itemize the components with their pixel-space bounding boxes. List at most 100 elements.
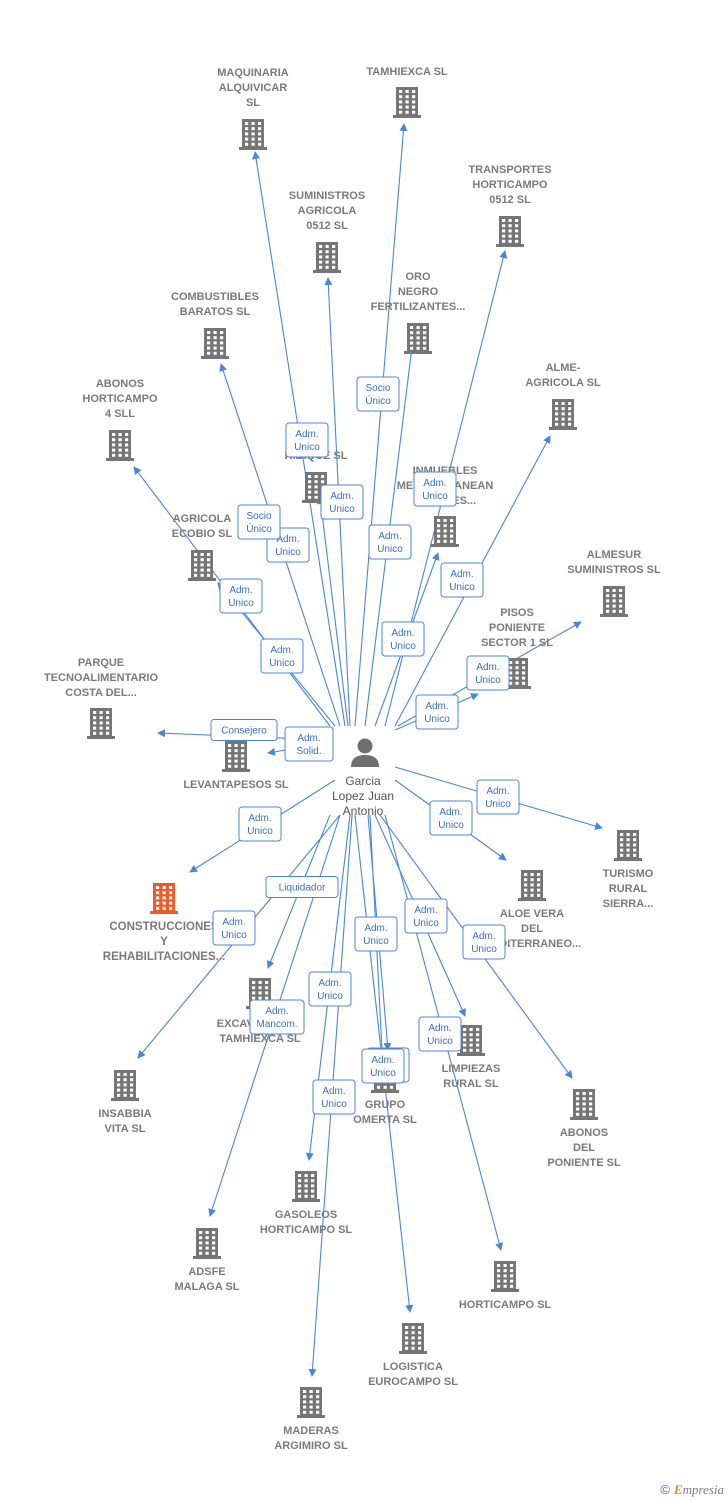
relation-tag-horticampo[interactable]: Adm.Unico	[418, 1016, 462, 1052]
company-label-line: CONSTRUCCIONES	[109, 921, 219, 933]
relation-tag-text: Adm.	[265, 1006, 288, 1017]
relation-tag-text: Unico	[363, 936, 389, 947]
company-label-line: TAMHIEXCA SL	[366, 66, 448, 78]
relation-tag-text: Adm.	[391, 628, 414, 639]
relation-tag-parque[interactable]: Consejero	[210, 719, 278, 741]
relation-tag-maderas[interactable]: Adm.Unico	[312, 1079, 356, 1115]
relation-tag-text: Unico	[269, 658, 295, 669]
company-label-line: MADERAS	[283, 1425, 339, 1437]
company-label-line: FERTILIZANTES...	[371, 301, 466, 313]
company-label-line: DEL	[521, 923, 543, 935]
company-node-alme[interactable]: ALME-AGRICOLA SL	[525, 362, 601, 430]
relation-tag-text: Unico	[471, 944, 497, 955]
building-icon	[297, 1387, 325, 1418]
company-node-aloe[interactable]: ALOE VERADELMEDITERRANEO...	[483, 870, 581, 950]
relation-tag-text: Liquidador	[279, 883, 326, 894]
relation-tag-abonos_poniente[interactable]: Adm. Unico	[462, 924, 506, 960]
company-label-line: PONIENTE	[489, 622, 545, 634]
relation-tag-box	[418, 1016, 462, 1052]
relation-tag-box	[415, 694, 459, 730]
relation-tag-text: Adm.	[318, 978, 341, 989]
relation-tag-box	[237, 504, 281, 540]
relation-tag-turismo[interactable]: Adm.Unico	[476, 779, 520, 815]
company-label-line: SUMINISTROS SL	[567, 564, 661, 576]
company-label-line: 4 SLL	[105, 408, 135, 420]
relation-tag-maquinaria[interactable]: Adm.Unico	[285, 422, 329, 458]
company-label-line: ALME-	[546, 362, 581, 374]
relation-tag-aloe[interactable]: Adm.Unico	[429, 800, 473, 836]
relation-tag-text: Unico	[424, 714, 450, 725]
relation-tag-box	[312, 1079, 356, 1115]
relation-tag-box	[476, 779, 520, 815]
relation-tag-text: Unico	[275, 547, 301, 558]
building-icon	[222, 741, 250, 772]
relation-tag-text: Unico	[329, 504, 355, 515]
relation-tag-pisos[interactable]: Adm.Unico	[415, 694, 459, 730]
relation-tag-transportes[interactable]: Adm.Unico	[413, 471, 457, 507]
relation-tag-text: Unico	[485, 799, 511, 810]
company-node-tamhiexca[interactable]: TAMHIEXCA SL	[366, 66, 448, 118]
relation-tag-gasoleos[interactable]: Adm.Unico	[308, 971, 352, 1007]
company-node-levantapesos[interactable]: LEVANTAPESOS SL	[183, 741, 289, 791]
company-label-line: HORTICAMPO	[472, 179, 548, 191]
relation-tag-inmuebles[interactable]: Adm.Unico	[381, 621, 425, 657]
relation-tag-text: Adm.	[472, 931, 495, 942]
company-node-turismo[interactable]: TURISMORURALSIERRA...	[603, 830, 654, 910]
relation-tag-grupo[interactable]: Adm.Unico	[361, 1048, 405, 1084]
relation-tag-box	[462, 924, 506, 960]
relation-tag-insabbia[interactable]: Adm.Unico	[212, 910, 256, 946]
person-node[interactable]: Garcia Lopez Juan Antonio	[332, 738, 394, 819]
relation-tag-abonos4[interactable]: Adm.Unico	[219, 578, 263, 614]
building-icon	[431, 516, 459, 547]
company-label-line: GASOLEOS	[275, 1209, 337, 1221]
building-icon	[150, 883, 178, 914]
company-label-line: TRANSPORTES	[468, 164, 551, 176]
company-label-line: SUMINISTROS	[289, 190, 365, 202]
relation-tag-box	[284, 726, 334, 762]
relation-tag-alme[interactable]: Adm.Unico	[440, 562, 484, 598]
relation-tag-ecobio[interactable]: Adm.Unico	[260, 638, 304, 674]
footer-brand[interactable]: ©Empresia	[660, 1482, 724, 1498]
relation-tag-levantapesos[interactable]: Adm.Solid.	[284, 726, 334, 762]
company-node-construcciones[interactable]: CONSTRUCCIONESYREHABILITACIONES...	[103, 883, 225, 963]
company-node-oro[interactable]: ORONEGROFERTILIZANTES...	[371, 271, 466, 354]
relation-tag-text: Adm.	[330, 491, 353, 502]
relation-tag-suministros[interactable]: Adm. Unico	[320, 484, 364, 520]
relation-tag-box	[413, 471, 457, 507]
relation-tag-almesur[interactable]: Adm.Unico	[466, 655, 510, 691]
building-icon	[496, 216, 524, 247]
relation-tag-adsfe[interactable]: Adm.Mancom.	[249, 999, 305, 1035]
building-icon	[313, 242, 341, 273]
company-label-line: INSABBIA	[98, 1108, 151, 1120]
relation-tag-excavaciones[interactable]: Liquidador	[265, 876, 339, 898]
relation-tag-construcciones[interactable]: Adm.Unico	[238, 806, 282, 842]
company-node-maderas[interactable]: MADERAS ARGIMIRO SL	[274, 1387, 348, 1452]
relation-tag-text: Unico	[294, 442, 320, 453]
company-label-line: ARGIMIRO SL	[274, 1440, 348, 1452]
building-icon	[518, 870, 546, 901]
relation-tag-oro[interactable]: Adm.Unico	[368, 524, 412, 560]
relation-tag-text: Adm.	[364, 923, 387, 934]
company-node-horticampo[interactable]: HORTICAMPO SL	[459, 1261, 552, 1311]
relation-tag-grupo[interactable]: Adm. Unico	[354, 916, 398, 952]
relation-tag-text: Unico	[228, 598, 254, 609]
relation-tag-limpiezas[interactable]: Adm.Unico	[404, 898, 448, 934]
company-label-line: Y	[160, 936, 168, 948]
